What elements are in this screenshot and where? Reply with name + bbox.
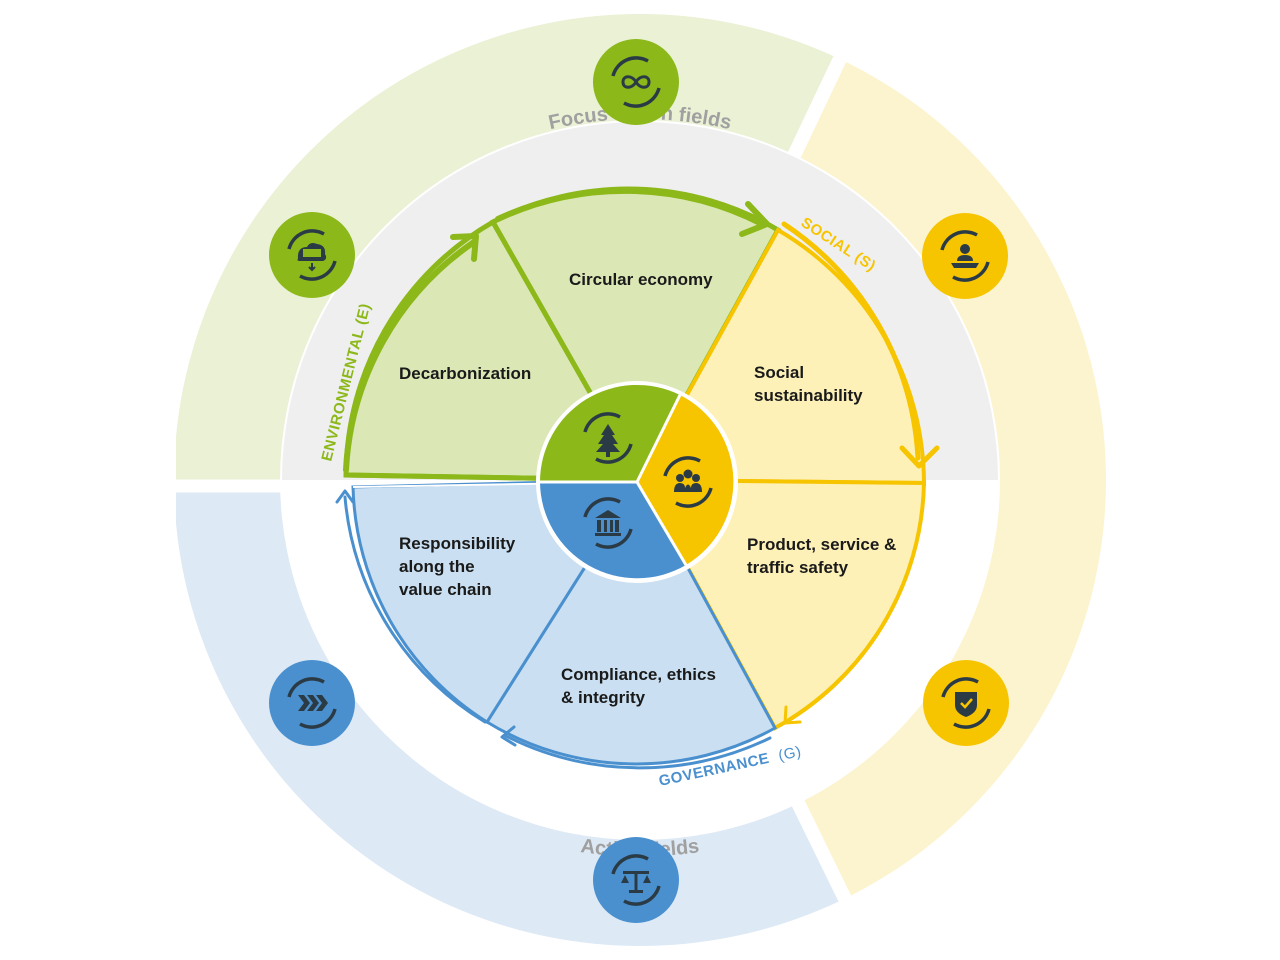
segment-label-line: Decarbonization	[399, 364, 531, 383]
segment-label-line: Circular economy	[569, 270, 713, 289]
label-social-sustainability: Social sustainability	[754, 363, 863, 405]
segment-label-line: Social	[754, 363, 804, 382]
arrow-environmental	[343, 239, 477, 473]
label-circular-economy: Circular economy	[569, 270, 713, 289]
label-compliance: Compliance, ethics & integrity	[561, 665, 716, 707]
shield-check-icon[interactable]	[923, 660, 1009, 746]
segment-label-line: Compliance, ethics	[561, 665, 716, 684]
pillar-arrows	[335, 187, 940, 770]
infinity-cycle-icon[interactable]	[593, 39, 679, 125]
arrow-product-safety	[788, 484, 926, 722]
label-responsibility: Responsibility along the value chain	[399, 534, 516, 599]
center-hub	[536, 381, 738, 583]
institution-icon	[583, 497, 633, 549]
label-decarbonization: Decarbonization	[399, 364, 531, 383]
group-people-icon	[663, 456, 713, 508]
segment-label-line: value chain	[399, 580, 492, 599]
label-product-safety: Product, service & traffic safety	[747, 535, 896, 577]
segment-label-line: traffic safety	[747, 558, 849, 577]
pillar-governance-suffix: (G)	[777, 743, 803, 764]
scales-justice-icon[interactable]	[593, 837, 679, 923]
forward-chevrons-icon[interactable]	[269, 660, 355, 746]
co2-reduction-icon[interactable]	[269, 212, 355, 298]
outer-icons	[269, 39, 1009, 923]
tree-icon	[583, 412, 633, 464]
segment-label-line: Product, service &	[747, 535, 896, 554]
segment-compliance[interactable]	[484, 477, 778, 766]
segment-labels: Decarbonization Circular economy Social s…	[399, 270, 896, 707]
arrow-governance	[504, 734, 772, 770]
segment-label-line: Responsibility	[399, 534, 516, 553]
segment-label-line: sustainability	[754, 386, 863, 405]
arrow-circular	[495, 187, 765, 227]
arrow-social	[781, 221, 921, 461]
segment-label-line: along the	[399, 557, 475, 576]
segment-label-line: & integrity	[561, 688, 646, 707]
person-care-icon[interactable]	[922, 213, 1008, 299]
arrow-responsibility	[343, 495, 487, 724]
